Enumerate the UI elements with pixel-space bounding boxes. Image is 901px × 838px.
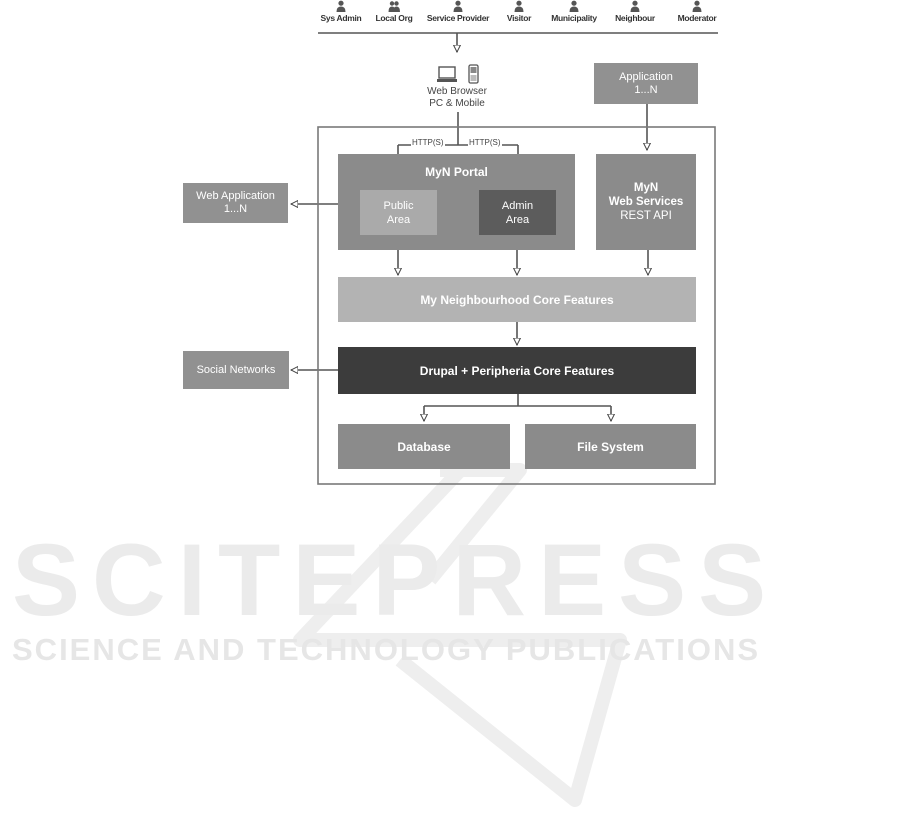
actor-local-org: Local Org bbox=[349, 0, 439, 23]
admin-area-box: Admin Area bbox=[479, 190, 556, 235]
http-left-label: HTTP(S) bbox=[411, 138, 445, 147]
public-area-box: Public Area bbox=[360, 190, 437, 235]
actor-label: Visitor bbox=[506, 13, 532, 23]
watermark-sub: SCIENCE AND TECHNOLOGY PUBLICATIONS bbox=[12, 632, 761, 667]
public-line2: Area bbox=[386, 213, 411, 226]
application-line1: Application bbox=[619, 70, 673, 83]
actor-label: Municipality bbox=[551, 13, 597, 23]
public-line1: Public bbox=[383, 199, 414, 212]
actor-municipality: Municipality bbox=[529, 0, 619, 23]
drupal-label: Drupal + Peripheria Core Features bbox=[419, 363, 615, 378]
services-line1: MyN bbox=[633, 182, 659, 194]
web-application-box: Web Application 1...N bbox=[183, 183, 288, 223]
actor-label: Sys Admin bbox=[320, 13, 362, 23]
people-group-icon bbox=[388, 1, 400, 12]
database-box: Database bbox=[338, 424, 510, 469]
drupal-box: Drupal + Peripheria Core Features bbox=[338, 347, 696, 394]
file-system-box: File System bbox=[525, 424, 696, 469]
person-icon bbox=[569, 0, 579, 12]
mobile-phone-icon bbox=[468, 64, 479, 84]
actor-label: Moderator bbox=[677, 13, 717, 23]
application-line2: 1...N bbox=[634, 83, 658, 96]
actor-service-provider: Service Provider bbox=[413, 0, 503, 23]
person-icon bbox=[630, 0, 640, 12]
watermark-main: SCITEPRESS bbox=[12, 523, 779, 637]
browser-line2: PC & Mobile bbox=[429, 98, 485, 109]
application-box: Application 1...N bbox=[594, 63, 698, 104]
admin-line1: Admin bbox=[501, 199, 534, 212]
web-services-box: MyN Web Services REST API bbox=[596, 154, 696, 250]
actor-moderator: Moderator bbox=[652, 0, 742, 23]
actor-sys-admin: Sys Admin bbox=[296, 0, 386, 23]
social-networks-label: Social Networks bbox=[196, 364, 276, 376]
actor-label: Neighbour bbox=[615, 13, 655, 23]
browser-line1: Web Browser bbox=[427, 86, 487, 97]
web-browser-label: Web Browser PC & Mobile bbox=[407, 85, 507, 111]
core-features-box: My Neighbourhood Core Features bbox=[338, 277, 696, 322]
webapp-line2: 1...N bbox=[223, 203, 248, 215]
actor-label: Local Org bbox=[375, 13, 413, 23]
person-icon bbox=[336, 0, 346, 12]
person-icon bbox=[692, 0, 702, 12]
http-right-label: HTTP(S) bbox=[468, 138, 502, 147]
social-networks-box: Social Networks bbox=[183, 351, 289, 389]
core-features-label: My Neighbourhood Core Features bbox=[420, 292, 614, 307]
person-icon bbox=[453, 0, 463, 12]
services-line3: REST API bbox=[620, 210, 672, 222]
admin-line2: Area bbox=[505, 213, 530, 226]
system-frame bbox=[317, 126, 716, 485]
file-system-label: File System bbox=[577, 439, 644, 454]
webapp-line1: Web Application bbox=[196, 190, 275, 202]
actor-label: Service Provider bbox=[426, 13, 490, 23]
portal-title: MyN Portal bbox=[425, 165, 488, 179]
computer-icon bbox=[437, 66, 457, 82]
database-label: Database bbox=[397, 439, 451, 454]
actor-neighbour: Neighbour bbox=[590, 0, 680, 23]
services-line2: Web Services bbox=[608, 196, 684, 208]
person-icon bbox=[514, 0, 524, 12]
actor-visitor: Visitor bbox=[474, 0, 564, 23]
